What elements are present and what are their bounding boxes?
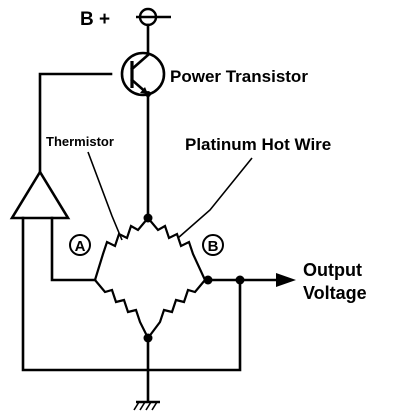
output-arrow — [276, 273, 296, 287]
amp-input-b-wire — [21, 216, 242, 372]
output-label-line1: Output — [303, 260, 362, 280]
node-b-marker: B — [202, 234, 224, 256]
hot-wire-leader — [177, 157, 253, 239]
node-b-label: B — [208, 238, 219, 255]
bridge — [93, 217, 206, 339]
thermistor-label: Thermistor — [46, 134, 114, 149]
bridge-resistor-bottom-right — [147, 279, 206, 339]
supply-label: B + — [80, 9, 110, 30]
bridge-resistor-bottom-left — [94, 279, 149, 339]
ground-symbol — [133, 400, 160, 411]
hot-wire-resistor — [147, 217, 206, 281]
amp-input-a-wire — [50, 216, 97, 282]
node-a-marker: A — [69, 234, 91, 256]
amplifier-symbol — [9, 169, 71, 220]
power-transistor-symbol — [120, 51, 166, 97]
supply-terminal — [136, 7, 171, 27]
base-wire — [38, 72, 113, 174]
output-label-line2: Voltage — [303, 283, 367, 303]
junction-top — [143, 213, 153, 223]
hot-wire-label: Platinum Hot Wire — [185, 135, 331, 154]
thermistor-leader — [87, 151, 123, 241]
power-transistor-label: Power Transistor — [170, 67, 308, 86]
thermistor-resistor — [93, 217, 149, 281]
node-a-label: A — [75, 238, 86, 255]
